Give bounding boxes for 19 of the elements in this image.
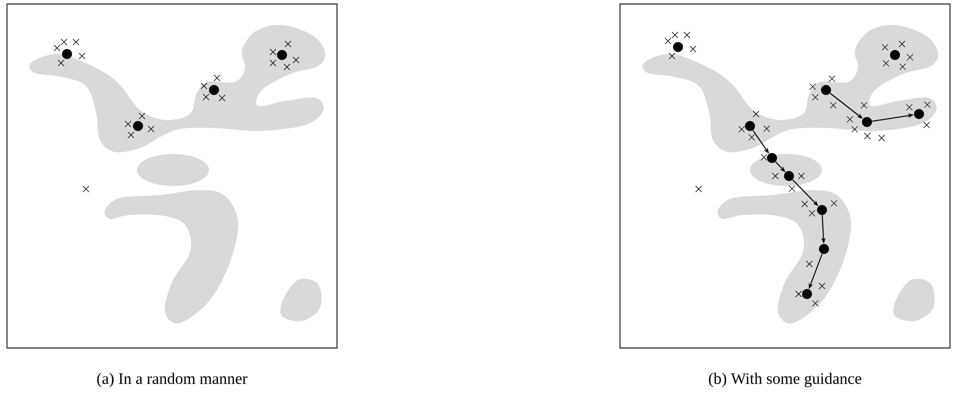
dot [133, 121, 143, 131]
dot [890, 50, 900, 60]
dot [277, 50, 287, 60]
dot [767, 153, 777, 163]
dot [784, 171, 794, 181]
dot [817, 205, 827, 215]
caption: (b) With some guidance [708, 372, 862, 388]
caption: (a) In a random manner [97, 372, 248, 388]
dot [745, 121, 755, 131]
dot [862, 117, 872, 127]
dot [821, 85, 831, 95]
dot [914, 109, 924, 119]
panel-frame [619, 3, 951, 349]
dot [819, 244, 829, 254]
dot [62, 49, 72, 59]
dot [673, 42, 683, 52]
dot [802, 289, 812, 299]
dot [209, 85, 219, 95]
panel-frame [6, 3, 338, 349]
